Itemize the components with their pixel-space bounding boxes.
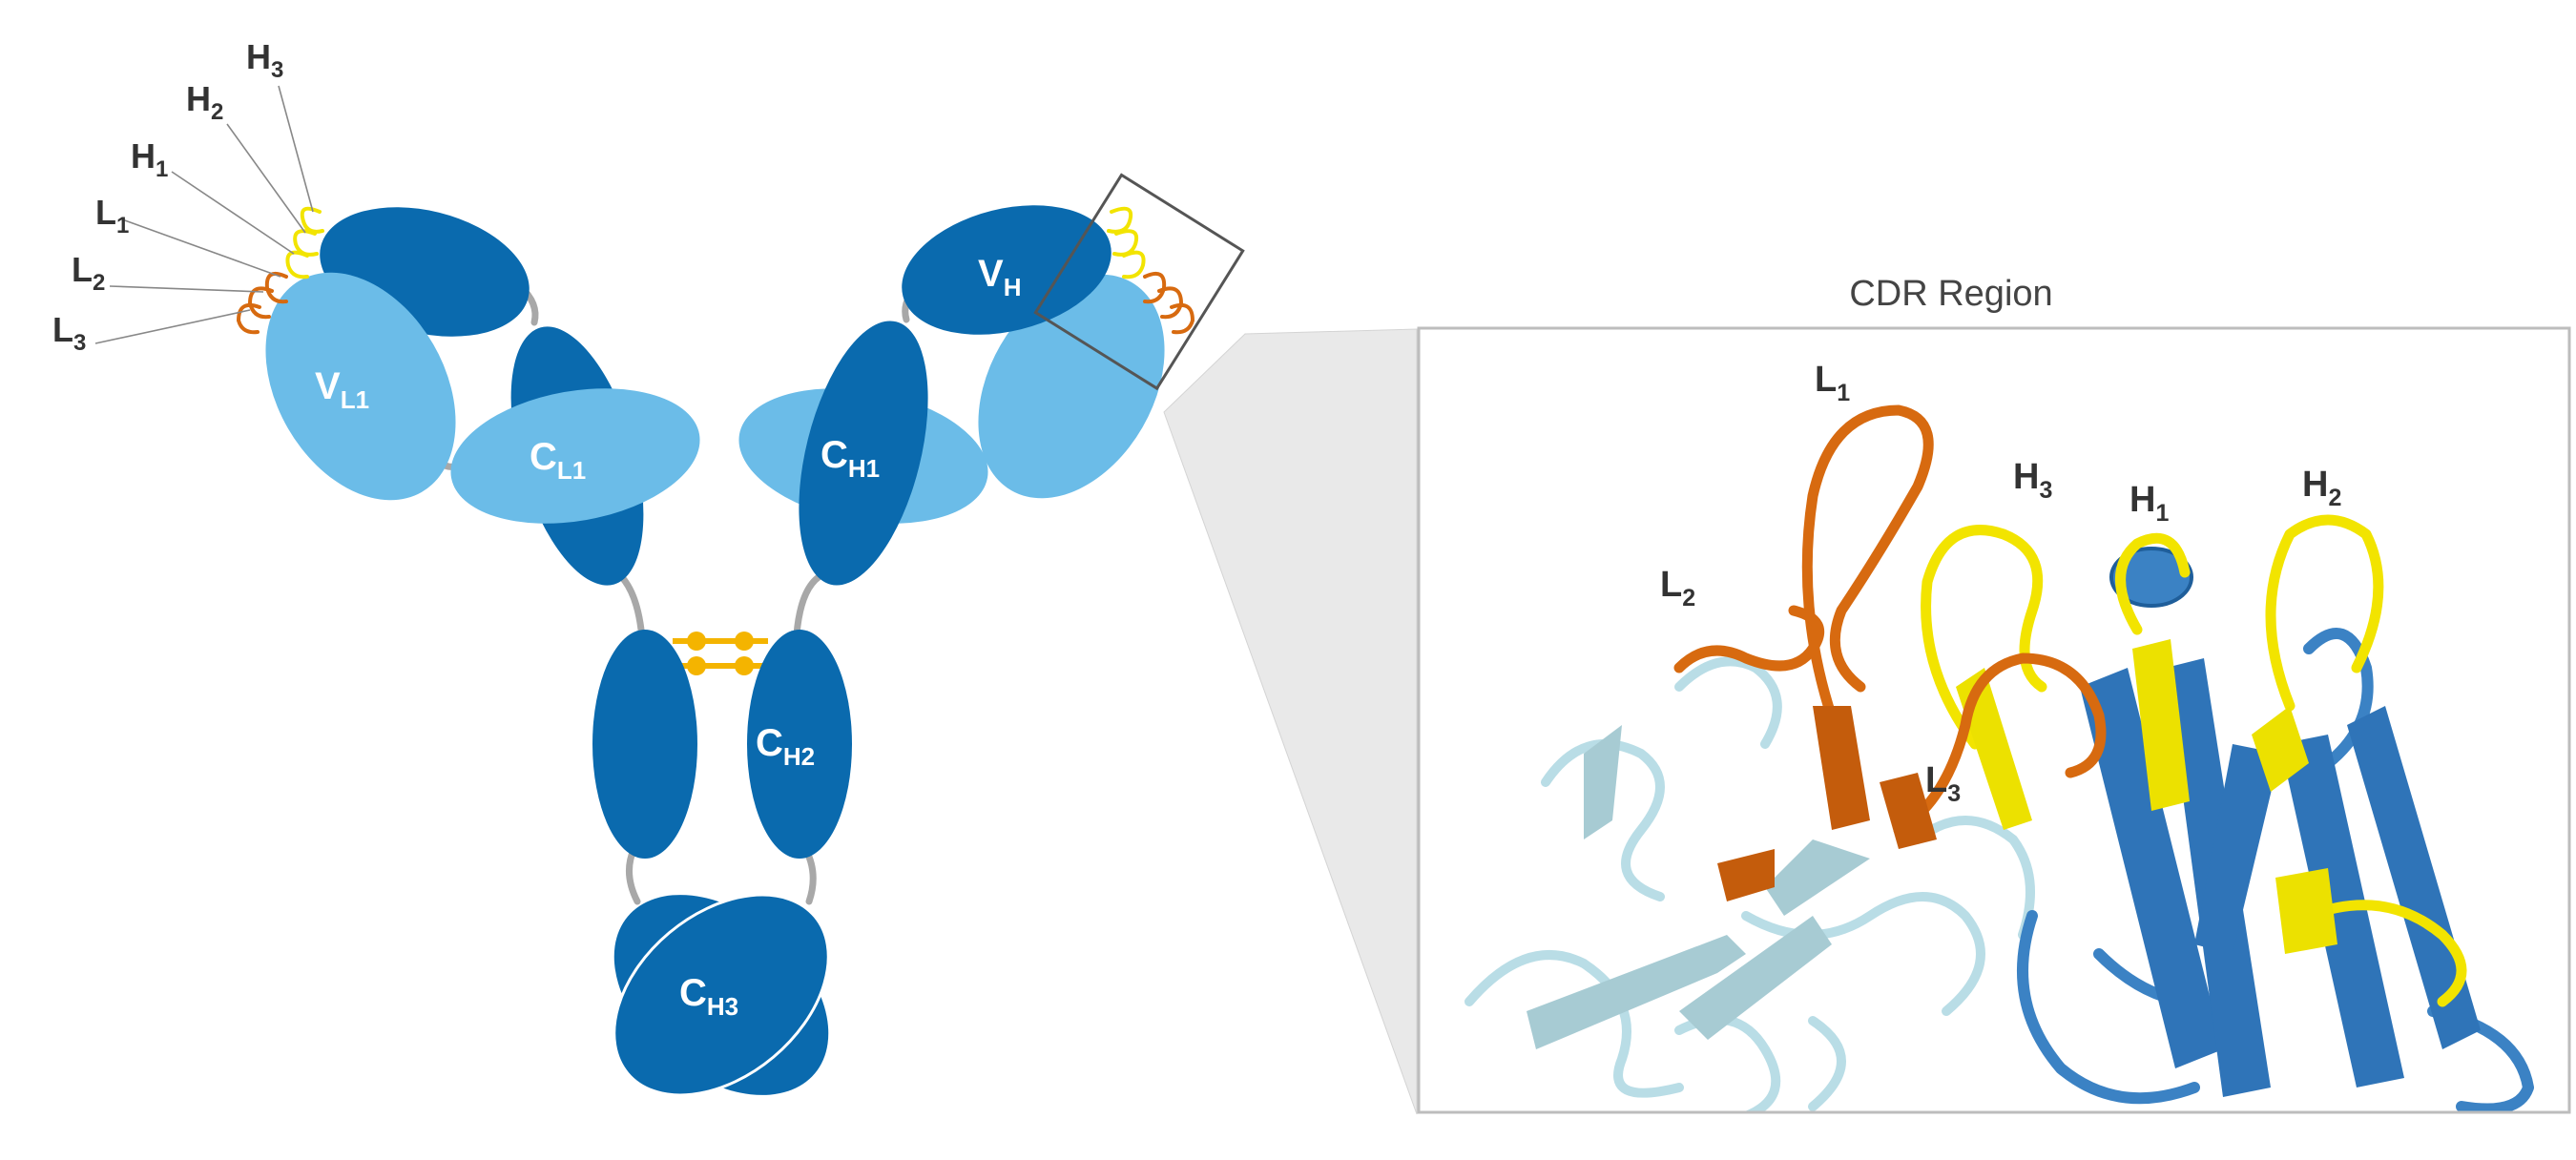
left-l-loop-3 bbox=[236, 302, 261, 335]
disulfide-dot bbox=[687, 656, 706, 675]
disulfide-dot bbox=[735, 656, 754, 675]
disulfide-bonds bbox=[673, 632, 768, 675]
label-ch2: CH2 bbox=[756, 722, 815, 771]
heavy-cdr-strands bbox=[1956, 639, 2337, 954]
fc-ch2-left bbox=[592, 630, 697, 859]
cdr-l-strand bbox=[1717, 849, 1775, 901]
cdr-l2-loop bbox=[1673, 605, 1825, 673]
light-beta-strand bbox=[1584, 725, 1622, 839]
light-coil bbox=[1808, 1016, 1846, 1111]
label-vh: VH bbox=[978, 253, 1021, 301]
label-ch3: CH3 bbox=[679, 972, 738, 1021]
label-ch1: CH1 bbox=[821, 434, 880, 483]
cdr-label-l3: L3 bbox=[52, 310, 86, 356]
fc-ch3-front bbox=[613, 893, 830, 1097]
cdr-h1-loop bbox=[2115, 532, 2191, 635]
cdr-panel-title: CDR Region bbox=[1849, 274, 2052, 314]
heavy-coil bbox=[2017, 910, 2200, 1105]
leader-l3 bbox=[94, 309, 251, 344]
panel-label-h2: H2 bbox=[2302, 465, 2341, 511]
cdr-h-strand bbox=[2275, 868, 2337, 954]
left-light-vl1 bbox=[265, 272, 456, 501]
right-heavy-vh bbox=[902, 205, 1111, 335]
light-beta-strand bbox=[1765, 839, 1870, 916]
cdr-label-h2: H2 bbox=[186, 79, 223, 125]
cdr-l3-strand bbox=[1880, 773, 1937, 849]
light-coil bbox=[1913, 816, 2035, 940]
light-coil bbox=[1541, 739, 1665, 901]
heavy-beta-strand bbox=[2347, 706, 2481, 1049]
cdr-l1-loop bbox=[1801, 404, 1934, 750]
protein-ribbon-structure bbox=[1465, 404, 2534, 1112]
light-beta-strand bbox=[1679, 916, 1832, 1040]
cdr-label-h1: H1 bbox=[131, 136, 168, 182]
cdr-panel: CDR Region bbox=[1417, 274, 2571, 1114]
cdr-h3-strand bbox=[1956, 668, 2032, 830]
cdr-h-tail bbox=[2303, 900, 2467, 1007]
leader-l2 bbox=[109, 285, 264, 293]
leader-h1 bbox=[171, 171, 295, 255]
cdr-label-h3: H3 bbox=[246, 37, 283, 83]
light-cdr-strands bbox=[1717, 706, 1937, 901]
antibody-schematic: VL1 CL1 CH1 VH CH2 CH3 H3 H2 H1 L1 L2 L3 bbox=[52, 37, 1245, 1097]
left-h-loop-3 bbox=[285, 250, 309, 280]
leader-h2 bbox=[226, 123, 306, 234]
light-cdr-ribbons bbox=[1673, 404, 2107, 836]
cdr-l1-strand bbox=[1813, 706, 1870, 830]
cdr-h2-strand bbox=[2252, 706, 2309, 792]
cdr-h2-loop bbox=[2265, 514, 2384, 712]
zoom-box-frame bbox=[1033, 173, 1245, 391]
leader-l1 bbox=[121, 218, 281, 278]
cdr-h3-loop bbox=[1921, 525, 2047, 750]
left-cdr-loops bbox=[236, 206, 324, 335]
cdr-l3-loop bbox=[1893, 652, 2107, 836]
panel-label-l2: L2 bbox=[1660, 565, 1695, 611]
light-chain-strands bbox=[1527, 725, 1870, 1049]
cdr-label-l1: L1 bbox=[95, 193, 129, 238]
leader-h3 bbox=[278, 85, 314, 213]
label-cl1: CL1 bbox=[530, 436, 586, 485]
zoom-box bbox=[1033, 173, 1245, 391]
right-heavy-ch1 bbox=[799, 321, 928, 586]
cdr-leader-lines bbox=[94, 85, 314, 344]
label-vl1: VL1 bbox=[315, 365, 369, 414]
disulfide-dot bbox=[735, 632, 754, 651]
fc-ch2-right bbox=[747, 630, 852, 859]
heavy-beta-strand bbox=[2194, 744, 2280, 954]
panel-label-h1: H1 bbox=[2129, 480, 2169, 527]
right-l-loop-3 bbox=[1170, 302, 1195, 335]
left-h-loop-1 bbox=[300, 206, 324, 234]
light-coil bbox=[1674, 656, 1782, 749]
right-light-vl bbox=[978, 274, 1165, 499]
panel-label-l1: L1 bbox=[1815, 360, 1850, 406]
heavy-beta-strand bbox=[2080, 668, 2223, 1068]
cdr-label-l2: L2 bbox=[72, 250, 105, 296]
cdr-panel-frame bbox=[1417, 326, 2571, 1114]
light-beta-strand bbox=[1527, 935, 1746, 1049]
panel-label-l3: L3 bbox=[1925, 760, 1961, 807]
right-cdr-loops bbox=[1107, 206, 1195, 335]
zoom-connector bbox=[1163, 328, 1418, 1115]
right-h-loop-1 bbox=[1107, 206, 1133, 234]
cdr-h1-strand bbox=[2132, 639, 2190, 811]
heavy-helix-h1 bbox=[2109, 547, 2193, 608]
hinge-right bbox=[793, 569, 832, 638]
disulfide-dot bbox=[687, 632, 706, 651]
heavy-cdr-ribbons bbox=[1921, 514, 2467, 1007]
left-light-cl1 bbox=[450, 388, 700, 524]
right-h-loop-3 bbox=[1122, 250, 1146, 280]
panel-label-h3: H3 bbox=[2013, 457, 2052, 504]
